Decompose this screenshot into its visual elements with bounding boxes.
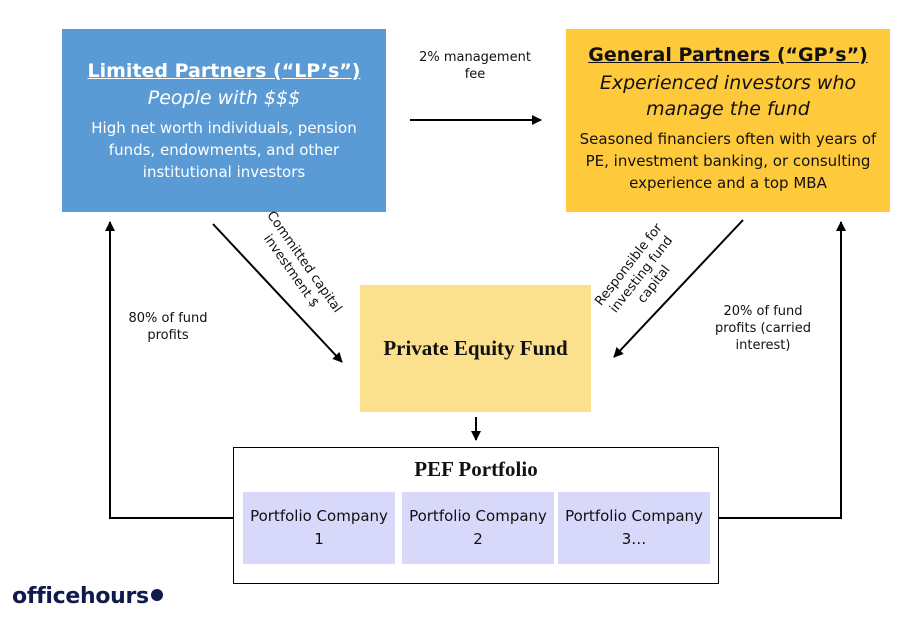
responsible-arrow [613, 219, 744, 358]
lp-description: High net worth individuals, pension fund… [91, 119, 357, 181]
portfolio-company-3: Portfolio Company 3… [558, 492, 710, 564]
gp-title: General Partners (“GP’s”) [588, 44, 868, 66]
portfolio-company-2: Portfolio Company 2 [402, 492, 554, 564]
gp-profits-label: 20% of fund profits (carried interest) [715, 304, 811, 353]
fund-label: Private Equity Fund [383, 336, 568, 360]
gp-profit-arrow [719, 221, 846, 519]
lp-profit-arrow [105, 221, 233, 519]
management-fee-label: 2% management fee [419, 50, 531, 82]
gp-subtitle: Experienced investors who manage the fun… [599, 72, 857, 120]
lp-profits-label: 80% of fund profits [128, 311, 208, 343]
logo-text: officehours [12, 584, 149, 609]
officehours-logo: officehours [12, 584, 163, 609]
general-partners-box: General Partners (“GP’s”) Experienced in… [566, 29, 890, 212]
portfolio-company-1: Portfolio Company 1 [243, 492, 395, 564]
pef-portfolio-box: PEF Portfolio Portfolio Company 1 Portfo… [233, 447, 719, 584]
limited-partners-box: Limited Partners (“LP’s”) People with $$… [62, 29, 386, 212]
private-equity-fund-box: Private Equity Fund [360, 285, 591, 412]
committed-arrow [212, 223, 343, 363]
clock-icon [150, 589, 163, 601]
gp-description: Seasoned financiers often with years of … [579, 130, 877, 192]
portfolio-title: PEF Portfolio [414, 457, 538, 481]
lp-subtitle: People with $$$ [147, 87, 301, 109]
lp-title: Limited Partners (“LP’s”) [87, 60, 361, 82]
